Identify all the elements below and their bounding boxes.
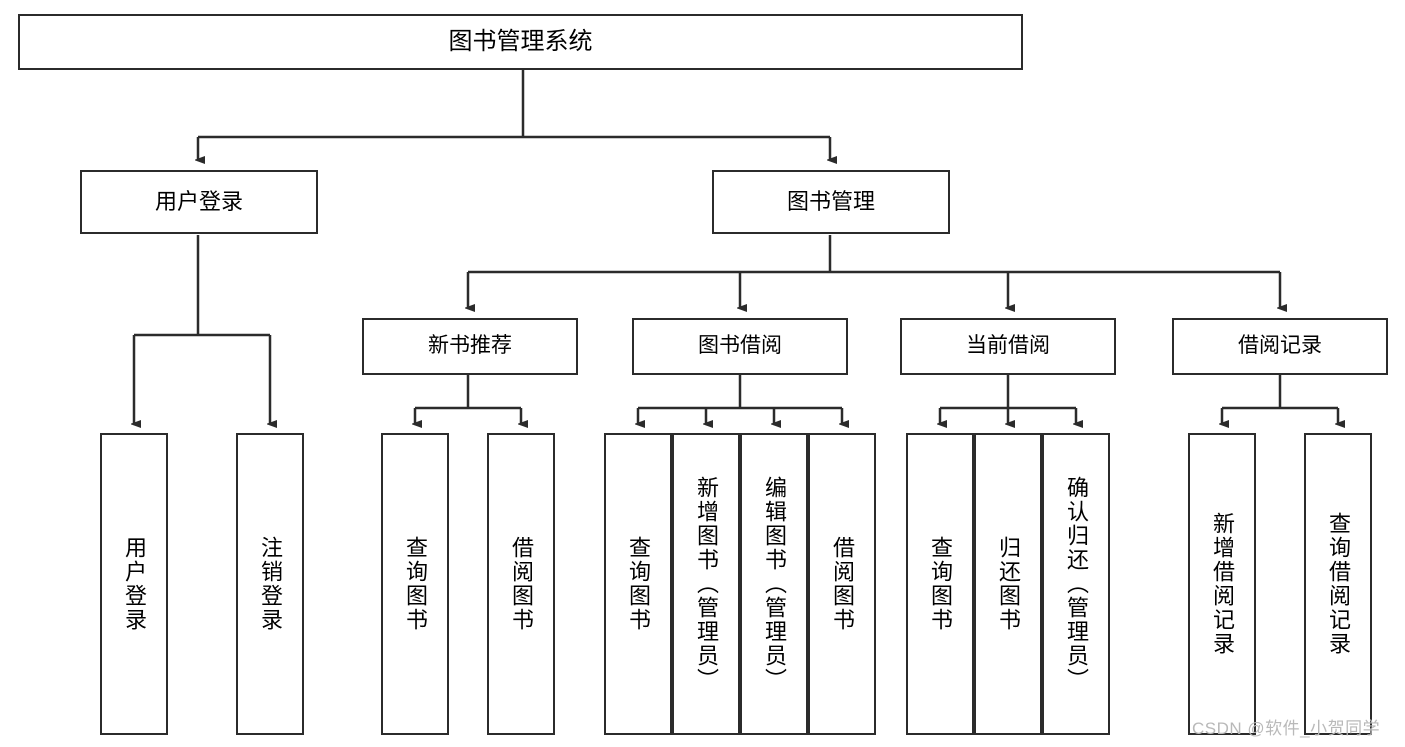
node-borrow-record[interactable]: 借阅记录 xyxy=(1172,318,1388,375)
node-book-manage[interactable]: 图书管理 xyxy=(712,170,950,234)
node-label: 借阅图书 xyxy=(829,536,855,632)
leaf-current-confirm-return-admin[interactable]: 确认归还（管理员） xyxy=(1042,433,1110,735)
node-label: 查询图书 xyxy=(927,536,953,632)
leaf-new-book-borrow[interactable]: 借阅图书 xyxy=(487,433,555,735)
leaf-current-query-book[interactable]: 查询图书 xyxy=(906,433,974,735)
node-label: 确认归还（管理员） xyxy=(1063,476,1089,692)
watermark-text: CSDN @软件_小贺同学 xyxy=(1192,719,1381,738)
leaf-user-login[interactable]: 用户登录 xyxy=(100,433,168,735)
node-root-system[interactable]: 图书管理系统 xyxy=(18,14,1023,70)
node-label: 归还图书 xyxy=(995,536,1021,632)
leaf-new-book-query[interactable]: 查询图书 xyxy=(381,433,449,735)
leaf-borrow-add-book-admin[interactable]: 新增图书（管理员） xyxy=(672,433,740,735)
node-label: 查询借阅记录 xyxy=(1325,512,1351,656)
leaf-record-add[interactable]: 新增借阅记录 xyxy=(1188,433,1256,735)
node-label: 注销登录 xyxy=(257,536,283,632)
node-current-borrow[interactable]: 当前借阅 xyxy=(900,318,1116,375)
node-label: 新书推荐 xyxy=(428,334,512,358)
node-label: 查询图书 xyxy=(402,536,428,632)
node-label: 新增图书（管理员） xyxy=(693,476,719,692)
node-label: 图书借阅 xyxy=(698,334,782,358)
node-label: 借阅图书 xyxy=(508,536,534,632)
node-new-book-recommend[interactable]: 新书推荐 xyxy=(362,318,578,375)
leaf-current-return-book[interactable]: 归还图书 xyxy=(974,433,1042,735)
node-label: 用户登录 xyxy=(154,189,243,215)
leaf-user-logout[interactable]: 注销登录 xyxy=(236,433,304,735)
node-label: 当前借阅 xyxy=(966,334,1050,358)
node-label: 图书管理系统 xyxy=(448,27,593,55)
leaf-record-query[interactable]: 查询借阅记录 xyxy=(1304,433,1372,735)
node-label: 用户登录 xyxy=(121,536,147,632)
node-label: 查询图书 xyxy=(625,536,651,632)
node-label: 编辑图书（管理员） xyxy=(761,476,787,692)
leaf-borrow-query-book[interactable]: 查询图书 xyxy=(604,433,672,735)
leaf-borrow-edit-book-admin[interactable]: 编辑图书（管理员） xyxy=(740,433,808,735)
leaf-borrow-borrow-book[interactable]: 借阅图书 xyxy=(808,433,876,735)
node-label: 借阅记录 xyxy=(1238,334,1322,358)
node-label: 新增借阅记录 xyxy=(1209,512,1235,656)
node-book-borrow[interactable]: 图书借阅 xyxy=(632,318,848,375)
node-user-login[interactable]: 用户登录 xyxy=(80,170,318,234)
node-label: 图书管理 xyxy=(786,189,875,215)
